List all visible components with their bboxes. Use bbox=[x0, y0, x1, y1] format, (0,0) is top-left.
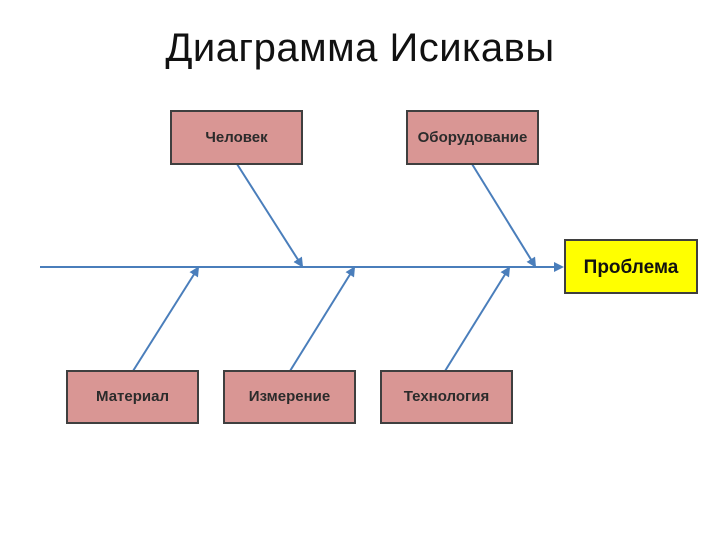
cause-box-technology: Технология bbox=[380, 370, 513, 424]
cause-label-equipment: Оборудование bbox=[418, 129, 528, 146]
slide-title: Диаграмма Исикавы bbox=[165, 26, 555, 70]
bone-arrow-person bbox=[236, 163, 304, 268]
bone-arrow-equipment bbox=[471, 163, 537, 268]
bone-arrow-technology bbox=[444, 266, 511, 372]
problem-box: Проблема bbox=[564, 239, 698, 294]
cause-box-person: Человек bbox=[170, 110, 303, 165]
bone-arrow-measurement bbox=[289, 266, 356, 372]
cause-box-material: Материал bbox=[66, 370, 199, 424]
cause-label-measurement: Измерение bbox=[249, 388, 330, 405]
cause-label-person: Человек bbox=[205, 129, 268, 146]
cause-label-technology: Технология bbox=[404, 388, 489, 405]
bone-arrow-material bbox=[132, 266, 200, 372]
cause-box-measurement: Измерение bbox=[223, 370, 356, 424]
problem-label: Проблема bbox=[584, 257, 679, 278]
cause-label-material: Материал bbox=[96, 388, 169, 405]
cause-box-equipment: Оборудование bbox=[406, 110, 539, 165]
